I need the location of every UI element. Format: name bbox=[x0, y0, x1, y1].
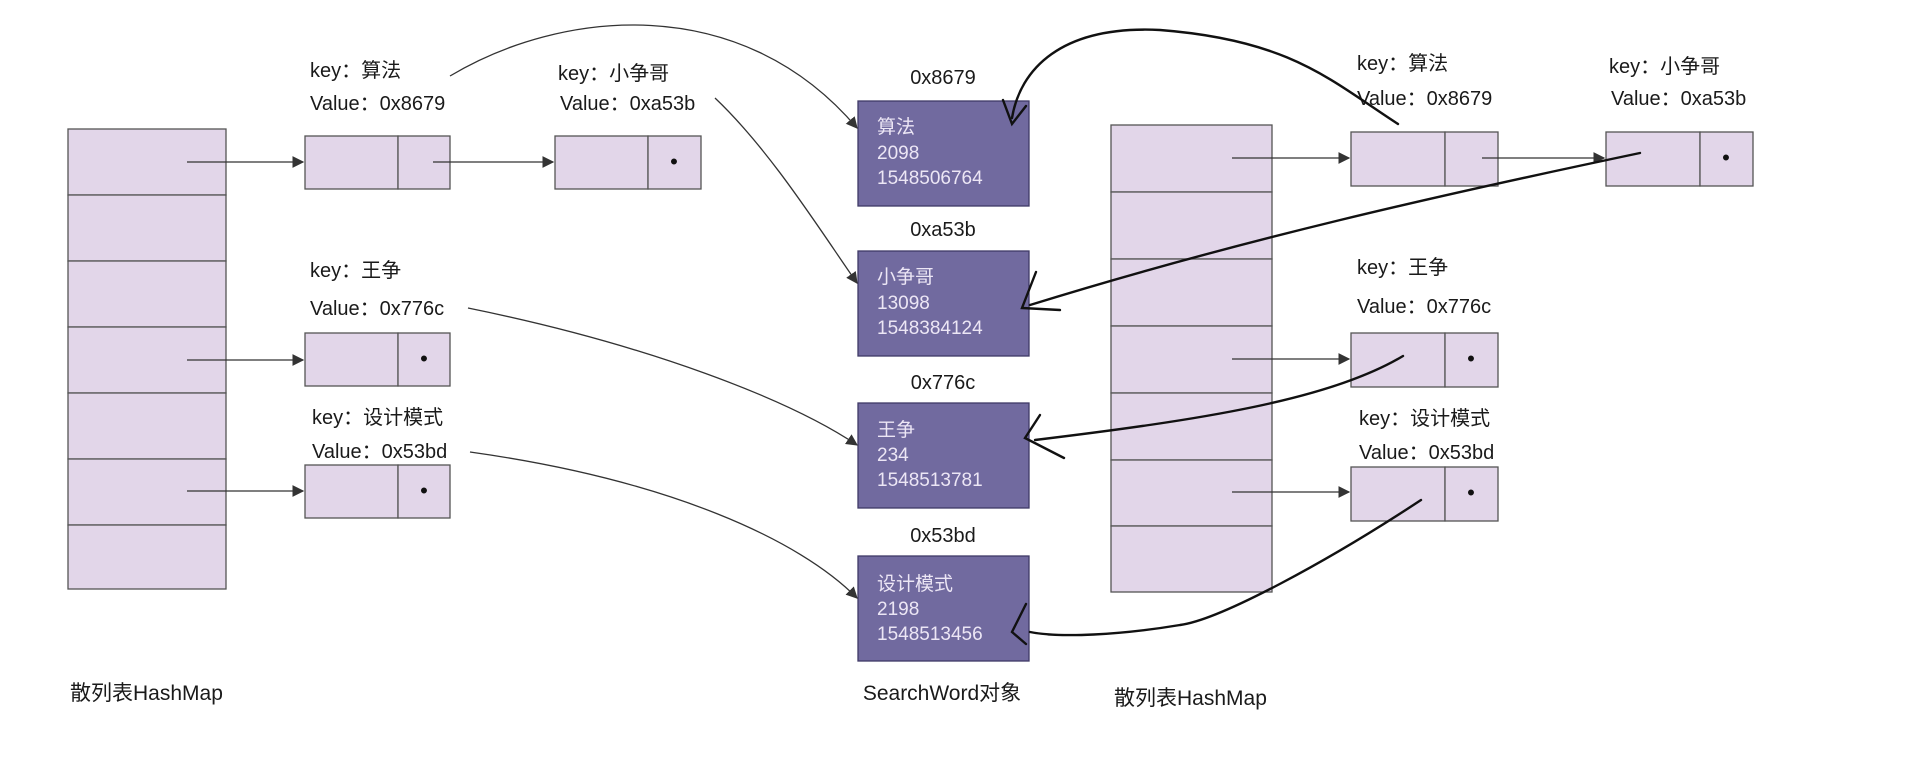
null-dot: • bbox=[420, 478, 428, 503]
object-count: 234 bbox=[877, 445, 909, 466]
right-node-suanfa: key：算法 Value：0x8679 bbox=[1350, 52, 1499, 187]
entry-key: key：算法 bbox=[1357, 52, 1448, 75]
null-dot: • bbox=[1467, 480, 1475, 505]
object-wangzheng: 0x776c 王争 234 1548513781 bbox=[857, 372, 1030, 509]
entry-key: key：设计模式 bbox=[312, 406, 443, 429]
object-word: 设计模式 bbox=[877, 573, 953, 595]
left-bucket bbox=[67, 458, 227, 526]
object-suanfa: 0x8679 算法 2098 1548506764 bbox=[857, 67, 1030, 207]
object-time: 1548513781 bbox=[877, 470, 983, 491]
entry-value: Value：0x776c bbox=[1357, 296, 1491, 318]
null-dot: • bbox=[1467, 346, 1475, 371]
entry-key: key：算法 bbox=[310, 59, 401, 82]
object-count: 2098 bbox=[877, 143, 919, 164]
left-hashmap: key：算法 Value：0x8679 key：小争哥 Value：0xa53b… bbox=[67, 59, 702, 705]
entry-value: Value：0x776c bbox=[310, 298, 444, 320]
entry-value: Value：0xa53b bbox=[560, 93, 695, 115]
entry-key: key：小争哥 bbox=[1609, 55, 1720, 78]
null-dot: • bbox=[670, 149, 678, 174]
right-node-wangzheng: key：王争 Value：0x776c • bbox=[1350, 256, 1499, 388]
null-dot: • bbox=[1722, 145, 1730, 170]
entry-key: key：小争哥 bbox=[558, 62, 669, 85]
left-node-shejimoshi: key：设计模式 Value：0x53bd • bbox=[304, 406, 451, 519]
handdrawn-arrow bbox=[1028, 151, 1642, 307]
right-hashmap: key：算法 Value：0x8679 key：小争哥 Value：0xa53b… bbox=[1110, 52, 1754, 710]
entry-value: Value：0xa53b bbox=[1611, 88, 1746, 110]
searchword-objects: 0x8679 算法 2098 1548506764 0xa53b 小争哥 130… bbox=[857, 67, 1030, 705]
handdrawn-arrow bbox=[1010, 28, 1400, 126]
handdrawn-arrowhead bbox=[1010, 602, 1028, 646]
entry-key: key：王争 bbox=[1357, 256, 1448, 279]
handdrawn-arrowhead bbox=[1023, 413, 1066, 460]
handdrawn-arrowhead bbox=[1001, 98, 1028, 127]
object-address: 0x776c bbox=[911, 372, 976, 394]
left-node-wangzheng: key：王争 Value：0x776c • bbox=[304, 259, 451, 387]
object-word: 小争哥 bbox=[877, 266, 934, 288]
right-node-shejimoshi: key：设计模式 Value：0x53bd • bbox=[1350, 407, 1499, 522]
left-bucket bbox=[67, 260, 227, 328]
entry-value: Value：0x8679 bbox=[1357, 88, 1492, 110]
handdrawn-arrow bbox=[1033, 354, 1405, 442]
left-bucket bbox=[67, 392, 227, 460]
object-count: 13098 bbox=[877, 293, 930, 314]
object-address: 0x8679 bbox=[910, 67, 976, 89]
object-word: 王争 bbox=[877, 419, 915, 441]
object-shejimoshi: 0x53bd 设计模式 2198 1548513456 bbox=[857, 525, 1030, 662]
null-dot: • bbox=[420, 346, 428, 371]
object-address: 0xa53b bbox=[910, 219, 976, 241]
right-bucket bbox=[1110, 191, 1273, 260]
handdrawn-arrow bbox=[1028, 498, 1423, 637]
left-bucket bbox=[67, 524, 227, 590]
object-address: 0x53bd bbox=[910, 525, 976, 547]
right-bucket-array bbox=[1110, 124, 1273, 593]
object-time: 1548513456 bbox=[877, 624, 983, 645]
right-node-xiaozhengge: key：小争哥 Value：0xa53b • bbox=[1605, 55, 1754, 187]
entry-key: key：设计模式 bbox=[1359, 407, 1490, 430]
left-hashmap-caption: 散列表HashMap bbox=[70, 682, 223, 705]
entry-value: Value：0x8679 bbox=[310, 93, 445, 115]
object-xiaozhengge: 0xa53b 小争哥 13098 1548384124 bbox=[857, 219, 1030, 357]
handdrawn-pointers bbox=[1001, 28, 1642, 646]
right-bucket bbox=[1110, 258, 1273, 327]
right-bucket bbox=[1110, 459, 1273, 527]
searchword-caption: SearchWord对象 bbox=[863, 682, 1021, 705]
object-word: 算法 bbox=[877, 116, 915, 138]
object-time: 1548384124 bbox=[877, 318, 983, 339]
value-pointer-arrow bbox=[467, 307, 858, 446]
left-node-suanfa: key：算法 Value：0x8679 bbox=[304, 59, 451, 190]
entry-value: Value：0x53bd bbox=[1359, 442, 1494, 464]
value-pointer-arrow bbox=[449, 24, 858, 129]
value-pointer-arrow bbox=[714, 97, 858, 284]
object-time: 1548506764 bbox=[877, 168, 983, 189]
left-node-xiaozhengge: key：小争哥 Value：0xa53b • bbox=[554, 62, 702, 190]
object-count: 2198 bbox=[877, 599, 919, 620]
value-pointer-arrow bbox=[469, 451, 858, 599]
handdrawn-arrowhead bbox=[1020, 270, 1062, 312]
entry-value: Value：0x53bd bbox=[312, 441, 447, 463]
left-bucket bbox=[67, 194, 227, 262]
right-hashmap-caption: 散列表HashMap bbox=[1114, 687, 1267, 710]
left-bucket-array bbox=[67, 128, 227, 590]
right-bucket bbox=[1110, 525, 1273, 593]
entry-key: key：王争 bbox=[310, 259, 401, 282]
